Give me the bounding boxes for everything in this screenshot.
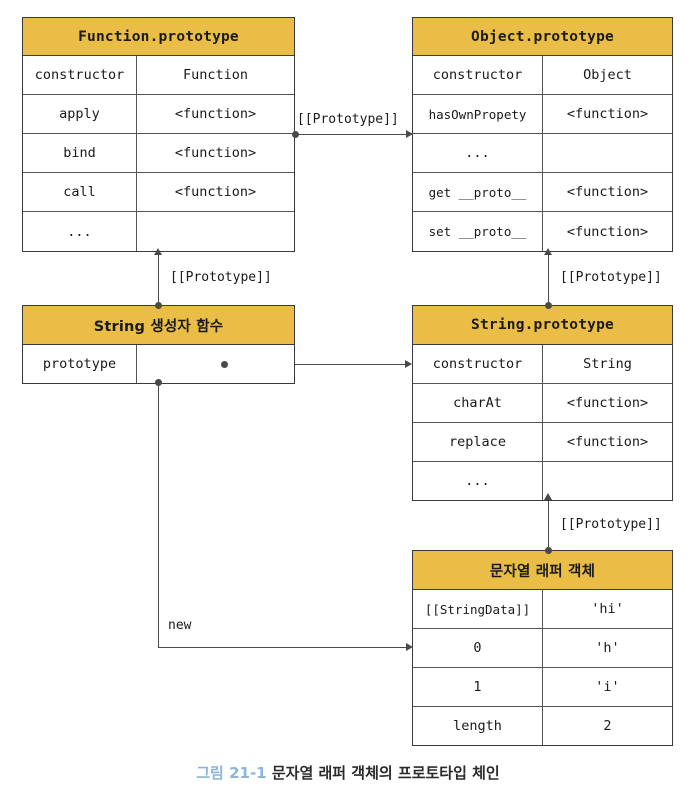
table-row: replace <function> xyxy=(413,423,672,462)
row-key: prototype xyxy=(23,345,137,383)
row-value xyxy=(543,134,672,172)
table-row: call <function> xyxy=(23,173,294,212)
edge-source-dot-wrapper-top xyxy=(545,547,552,554)
row-value: <function> xyxy=(174,106,257,122)
row-key: call xyxy=(23,173,137,211)
table-row: hasOwnPropety <function> xyxy=(413,95,672,134)
table-row: length 2 xyxy=(413,707,672,745)
row-key: hasOwnPropety xyxy=(413,95,543,133)
edge-source-dot-stringctor-top xyxy=(155,302,162,309)
row-key: apply xyxy=(23,95,137,133)
edge-arrow-stringproto-objproto xyxy=(544,248,552,255)
table-row: constructor Object xyxy=(413,56,672,95)
box-function-prototype[interactable]: Function.prototype constructor Function … xyxy=(22,17,295,252)
table-row: 1 'i' xyxy=(413,668,672,707)
edge-line-stringproto-objproto xyxy=(548,252,549,308)
table-row: ... xyxy=(413,134,672,173)
row-value: <function> xyxy=(174,145,257,161)
box-title-string-constructor: String 생성자 함수 xyxy=(23,306,294,345)
row-key: replace xyxy=(413,423,543,461)
table-row: charAt <function> xyxy=(413,384,672,423)
row-value: String xyxy=(583,356,632,372)
row-key: get __proto__ xyxy=(413,173,543,211)
edge-line-new-vertical xyxy=(158,383,159,648)
row-value: <function> xyxy=(566,434,649,450)
edge-line-stringctor-fnproto xyxy=(158,252,159,308)
edge-arrow-wrapper-stringproto xyxy=(544,493,552,500)
figure-caption-text: 문자열 래퍼 객체의 프로토타입 체인 xyxy=(271,764,500,782)
edge-arrow-fnproto-objproto xyxy=(406,130,413,138)
edge-arrow-new xyxy=(406,643,413,651)
row-key: 1 xyxy=(413,668,543,706)
figure-caption: 그림 21-1 문자열 래퍼 객체의 프로토타입 체인 xyxy=(0,762,696,783)
table-row: constructor Function xyxy=(23,56,294,95)
edge-arrow-stringctor-fnproto xyxy=(154,248,162,255)
edge-label-stringctor-fnproto: [[Prototype]] xyxy=(168,270,274,285)
table-row: set __proto__ <function> xyxy=(413,212,672,251)
row-value: <function> xyxy=(566,223,649,240)
edge-source-dot-prototype-slot xyxy=(221,361,228,368)
table-row: [[StringData]] 'hi' xyxy=(413,590,672,629)
table-row: constructor String xyxy=(413,345,672,384)
table-row: bind <function> xyxy=(23,134,294,173)
edge-source-dot-stringproto-top xyxy=(545,302,552,309)
edge-line-wrapper-stringproto xyxy=(548,497,549,553)
row-key: length xyxy=(413,707,543,745)
table-row: ... xyxy=(23,212,294,251)
row-value: Object xyxy=(583,67,632,83)
row-value xyxy=(543,462,672,500)
row-key: set __proto__ xyxy=(413,212,543,251)
box-string-constructor[interactable]: String 생성자 함수 prototype xyxy=(22,305,295,384)
row-key: constructor xyxy=(413,345,543,383)
figure-caption-number: 그림 21-1 xyxy=(196,764,267,782)
box-title-object-prototype: Object.prototype xyxy=(413,18,672,56)
row-key: ... xyxy=(23,212,137,251)
row-value: <function> xyxy=(566,184,649,200)
box-title-function-prototype: Function.prototype xyxy=(23,18,294,56)
row-value: <function> xyxy=(566,106,649,122)
box-string-wrapper-object[interactable]: 문자열 래퍼 객체 [[StringData]] 'hi' 0 'h' 1 'i… xyxy=(412,550,673,746)
row-key: constructor xyxy=(413,56,543,94)
edge-source-dot-fnproto xyxy=(292,131,299,138)
edge-line-new-horizontal xyxy=(158,647,411,648)
table-row: apply <function> xyxy=(23,95,294,134)
box-title-string-prototype: String.prototype xyxy=(413,306,672,345)
row-value xyxy=(137,345,294,383)
box-title-string-wrapper-object: 문자열 래퍼 객체 xyxy=(413,551,672,590)
edge-label-new: new xyxy=(166,618,194,633)
edge-source-dot-new xyxy=(155,379,162,386)
row-value: Function xyxy=(182,67,249,83)
row-value: 2 xyxy=(603,718,612,734)
row-value: 'hi' xyxy=(591,601,624,617)
edge-label-fnproto-objproto: [[Prototype]] xyxy=(295,112,401,127)
box-object-prototype[interactable]: Object.prototype constructor Object hasO… xyxy=(412,17,673,252)
edge-line-fnproto-objproto xyxy=(295,134,411,135)
edge-arrow-prototype-stringproto xyxy=(405,360,412,368)
row-key: charAt xyxy=(413,384,543,422)
row-value: 'i' xyxy=(595,679,620,695)
row-value: 'h' xyxy=(595,640,620,656)
row-key: 0 xyxy=(413,629,543,667)
box-string-prototype[interactable]: String.prototype constructor String char… xyxy=(412,305,673,501)
row-key: ... xyxy=(413,134,543,172)
row-key: bind xyxy=(23,134,137,172)
row-value xyxy=(137,212,294,251)
edge-label-stringproto-objproto: [[Prototype]] xyxy=(558,270,664,285)
edge-label-wrapper-stringproto: [[Prototype]] xyxy=(558,517,664,532)
table-row: 0 'h' xyxy=(413,629,672,668)
table-row: prototype xyxy=(23,345,294,383)
row-key: constructor xyxy=(23,56,137,94)
edge-line-prototype-stringproto xyxy=(224,364,410,365)
table-row: get __proto__ <function> xyxy=(413,173,672,212)
row-key: [[StringData]] xyxy=(413,590,543,628)
table-row: ... xyxy=(413,462,672,500)
row-key: ... xyxy=(413,462,543,500)
row-value: <function> xyxy=(174,184,257,200)
row-value: <function> xyxy=(566,395,649,411)
